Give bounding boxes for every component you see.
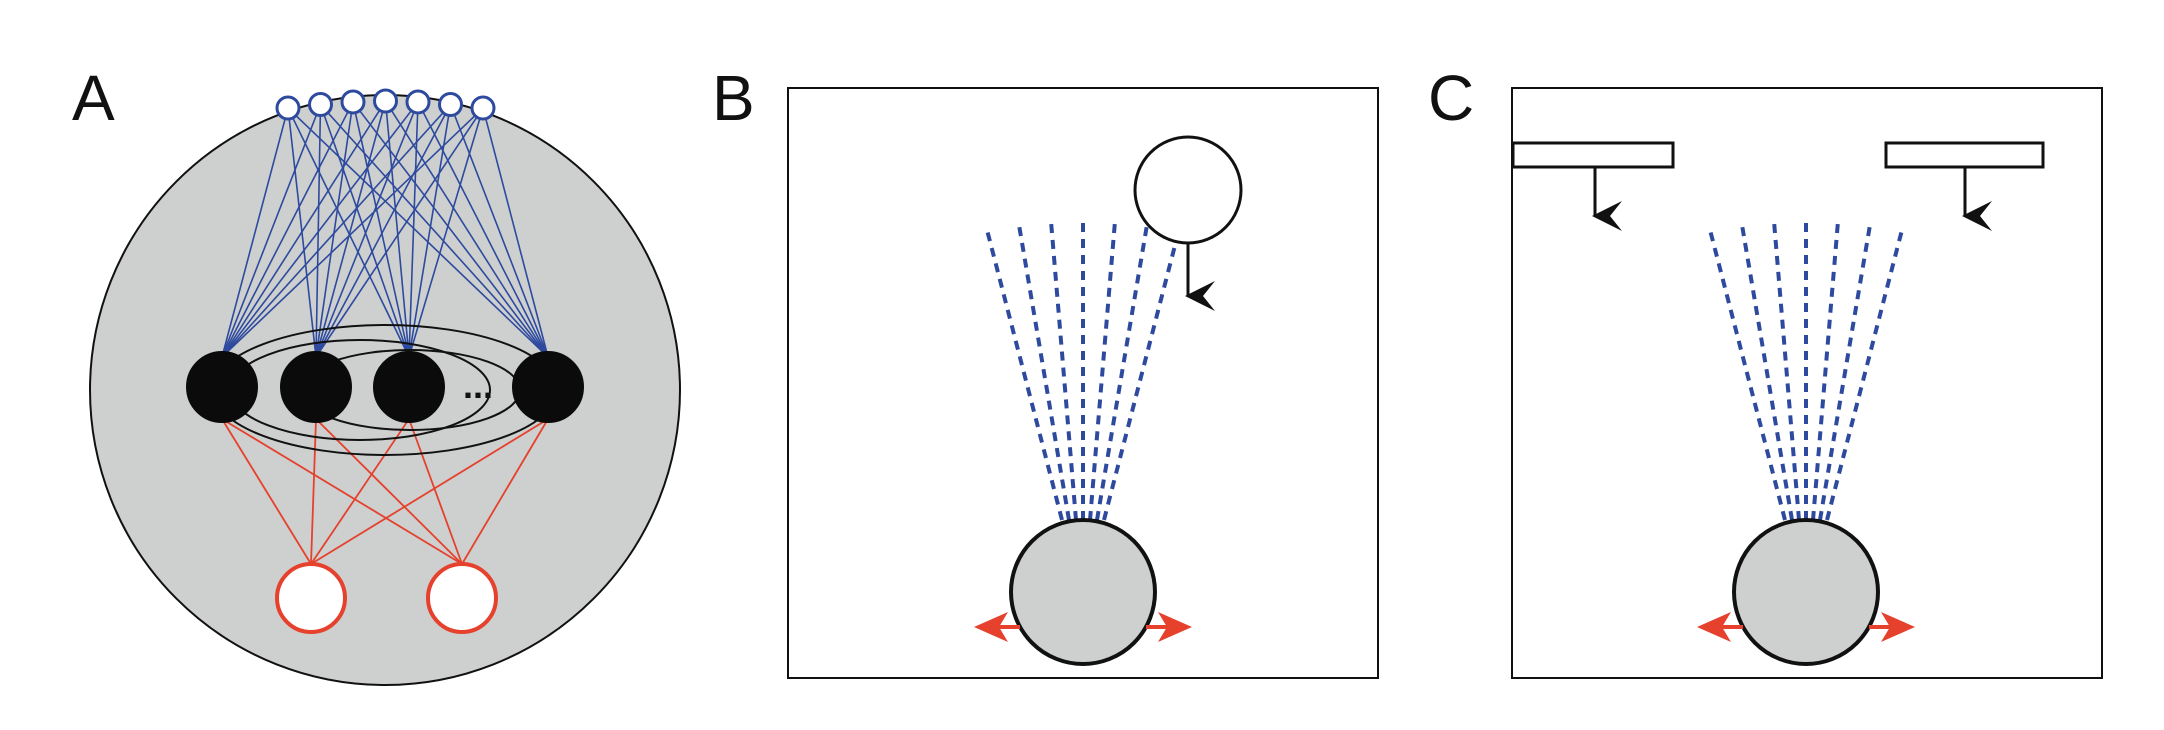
input-connection xyxy=(315,107,484,358)
sensor-ray xyxy=(1818,220,1873,521)
output-connection xyxy=(408,418,463,565)
output-connections xyxy=(221,418,549,565)
input-connection xyxy=(287,107,549,358)
output-connection xyxy=(221,418,463,565)
input-connection xyxy=(221,104,322,358)
input-neuron xyxy=(275,95,301,121)
output-connection xyxy=(221,418,312,565)
input-connection xyxy=(221,107,289,358)
sensor-ray xyxy=(1088,217,1118,521)
sensor-ray xyxy=(1016,220,1071,521)
output-neuron xyxy=(275,562,347,634)
sensor-ray xyxy=(1739,220,1794,521)
input-connection xyxy=(449,104,549,358)
input-neuron xyxy=(470,95,496,121)
sensor-ray xyxy=(984,225,1064,521)
output-connection xyxy=(310,418,317,565)
sensor-rays-c xyxy=(1707,216,1905,521)
input-connection xyxy=(221,100,387,358)
hidden-neuron xyxy=(512,351,584,423)
input-connection xyxy=(221,107,484,358)
sensor-ray xyxy=(1102,225,1182,521)
input-neuron xyxy=(373,88,398,114)
panel-letter-a: A xyxy=(72,62,115,134)
input-connections xyxy=(221,100,549,358)
arrowhead-right-c xyxy=(1881,612,1915,642)
panel-letter-c: C xyxy=(1428,62,1474,134)
input-connection xyxy=(287,107,410,358)
sensor-rays-b xyxy=(984,216,1182,521)
sensor-ray xyxy=(1707,225,1787,521)
output-connection xyxy=(461,418,549,565)
falling-bar-right xyxy=(1884,141,2045,169)
input-connection xyxy=(319,104,410,358)
panel-a-network: ... xyxy=(89,88,681,686)
input-connection xyxy=(315,100,387,358)
hidden-ellipsis: ... xyxy=(463,365,493,406)
panel-c-arena xyxy=(1511,87,2103,679)
output-connection xyxy=(315,418,463,565)
input-connection xyxy=(221,103,452,358)
input-connection xyxy=(352,101,410,358)
output-layer xyxy=(275,562,498,634)
output-connection xyxy=(310,418,410,565)
arrowhead-right-b xyxy=(1158,612,1192,642)
output-neuron xyxy=(426,562,498,634)
sensor-ray xyxy=(1095,220,1150,521)
panel-b-arena xyxy=(787,87,1379,679)
input-connection xyxy=(384,100,549,358)
input-connection xyxy=(315,101,354,358)
agent-body-c xyxy=(1732,518,1880,666)
input-connection xyxy=(482,107,549,358)
input-connection xyxy=(221,101,419,358)
input-neuron xyxy=(308,92,333,117)
hidden-layer xyxy=(186,351,584,423)
falling-bar-left xyxy=(1511,141,1675,169)
input-connection xyxy=(417,101,549,358)
hidden-neuron xyxy=(186,351,258,423)
input-connection xyxy=(221,101,354,358)
input-neuron xyxy=(340,89,366,115)
agent-c xyxy=(1697,518,1915,666)
arrowhead-left-b xyxy=(974,612,1008,642)
arrowhead-left-c xyxy=(1697,612,1731,642)
input-connection xyxy=(408,101,419,358)
input-neuron xyxy=(438,92,463,117)
input-layer xyxy=(275,88,496,121)
output-connection xyxy=(310,418,549,565)
input-connection xyxy=(384,100,410,358)
falling-ball xyxy=(1133,135,1243,245)
sensor-ray xyxy=(1825,225,1905,521)
agent-body-b xyxy=(1009,518,1157,666)
input-connection xyxy=(315,101,419,358)
sensor-ray xyxy=(1811,217,1841,521)
input-connection xyxy=(408,107,484,358)
agent-b xyxy=(974,518,1192,666)
panel-letter-b: B xyxy=(712,62,755,134)
sensor-ray xyxy=(1048,217,1078,521)
input-connection xyxy=(319,103,549,358)
hidden-neuron xyxy=(280,351,352,423)
sensor-ray xyxy=(1771,217,1801,521)
hidden-neuron xyxy=(373,351,445,423)
input-connection xyxy=(315,104,452,358)
input-neuron xyxy=(405,89,431,115)
